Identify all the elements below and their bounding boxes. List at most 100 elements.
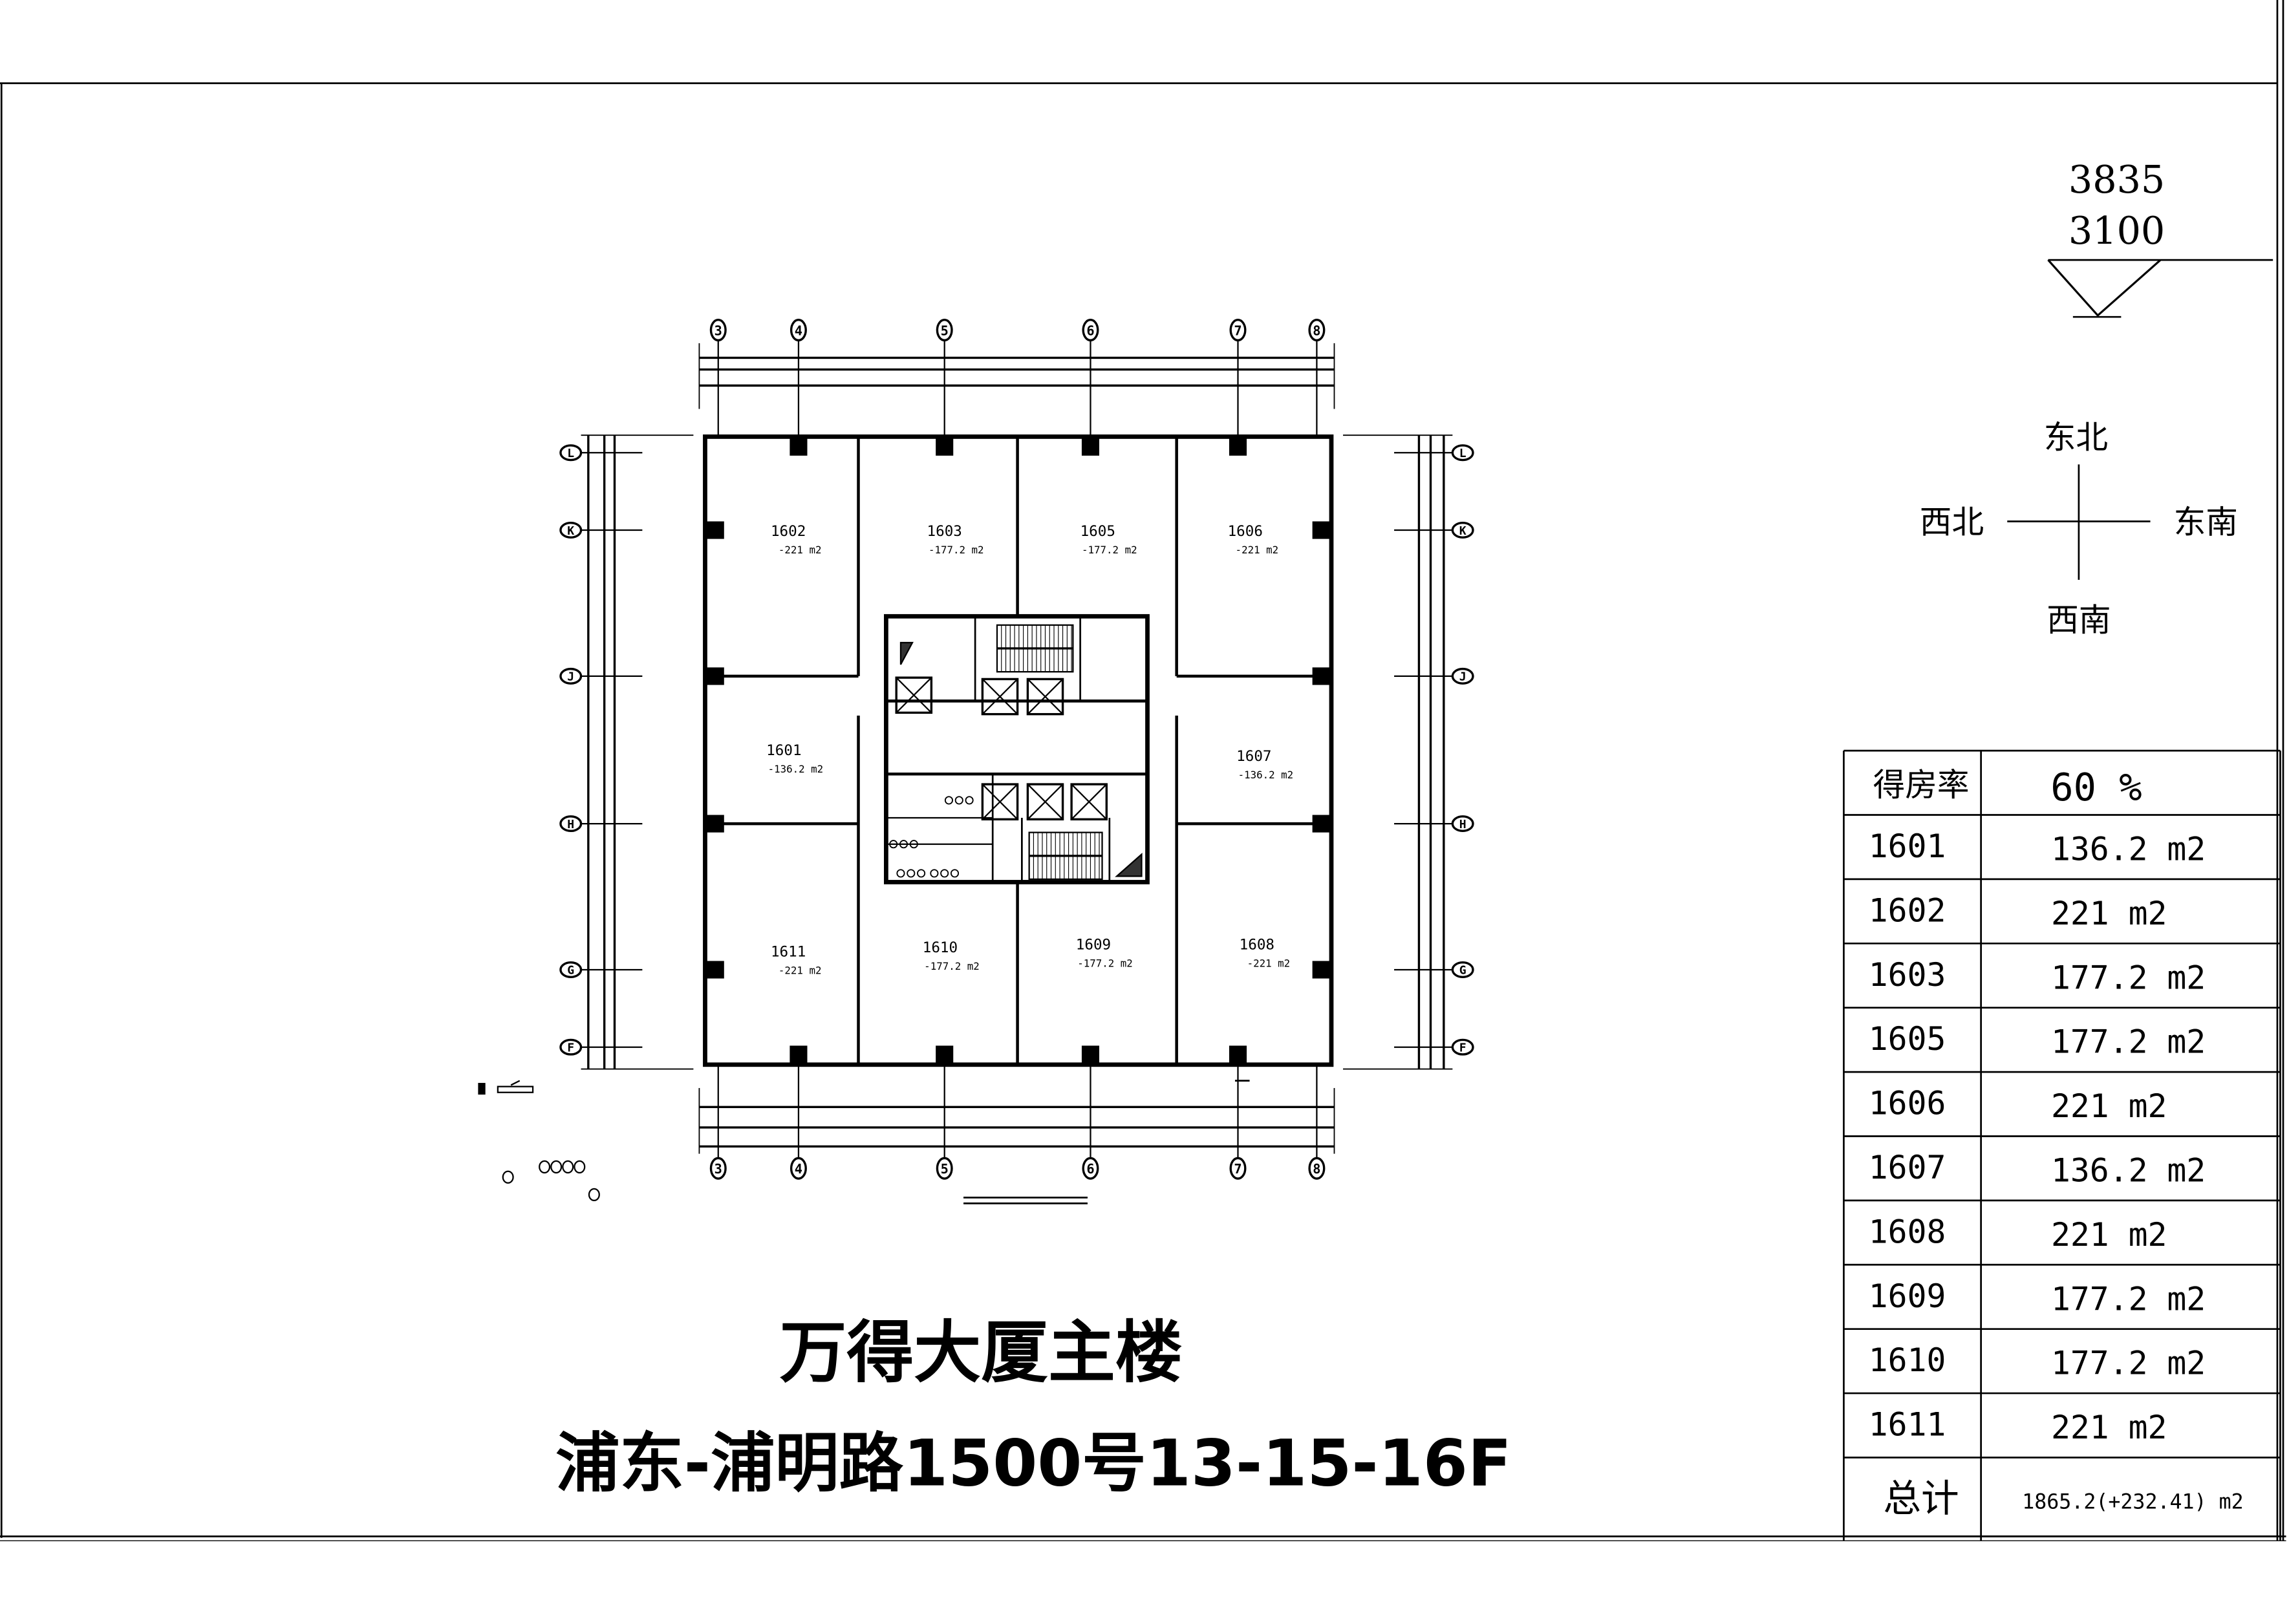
axis-bubble: [559, 1038, 583, 1056]
column: [1312, 667, 1331, 685]
axis-bubble: [1308, 319, 1326, 342]
axis-label-K: K: [1459, 524, 1467, 538]
unit-area: 177.2 m2: [2051, 1280, 2206, 1318]
axis-bubble: [1451, 667, 1474, 685]
fixture-icon: [917, 869, 926, 878]
elevator-icon: [981, 678, 1019, 716]
axis-bubble: [1451, 1038, 1474, 1056]
unit-area: 136.2 m2: [2051, 1152, 2206, 1190]
room-area: -177.2 m2: [1082, 544, 1137, 556]
table-total-label: 总计: [1883, 1477, 1959, 1521]
unit-area: 221 m2: [2051, 1087, 2167, 1125]
axis-label-4: 4: [795, 1161, 802, 1177]
table-header-value: 60 %: [2050, 765, 2142, 809]
axis-label-5: 5: [941, 323, 949, 338]
fixture-icon: [907, 869, 916, 878]
unit-number: 1601: [1869, 828, 1946, 865]
fixture-icon: [889, 840, 898, 849]
axis-label-5: 5: [941, 1161, 949, 1177]
drawing-frame: [0, 0, 2286, 1541]
table-row: 1607 136.2 m2: [1869, 1149, 2206, 1190]
stair-icon: [996, 624, 1074, 673]
axis-bubble: [790, 319, 807, 342]
column: [790, 1045, 808, 1065]
column: [1229, 1045, 1247, 1065]
address-title: 浦东-浦明路1500号13-15-16F: [555, 1426, 1512, 1501]
column: [1081, 436, 1100, 456]
column: [1081, 1045, 1100, 1065]
fixture-icon: [930, 869, 939, 878]
building-outline: [703, 434, 1334, 1067]
unit-area: 136.2 m2: [2051, 831, 2206, 868]
fixture-icon: [940, 869, 949, 878]
fixture-icon: [896, 869, 905, 878]
room-area: -177.2 m2: [929, 544, 984, 556]
axis-label-H: H: [1459, 818, 1467, 831]
room-number: 1609: [1076, 936, 1111, 953]
unit-area: 177.2 m2: [2051, 1023, 2206, 1061]
fixture-icon: [944, 796, 954, 805]
dimension-lines: [581, 343, 1453, 1154]
unit-area: 177.2 m2: [2051, 959, 2206, 996]
axis-bubble: [559, 815, 583, 833]
axis-label-J: J: [1459, 670, 1467, 684]
column: [936, 436, 954, 456]
axis-bubble: [1451, 815, 1474, 833]
axis-bubble: [936, 1157, 953, 1180]
axis-bubble: [559, 961, 583, 978]
axis-label-7: 7: [1234, 323, 1241, 338]
table-row: 1603 177.2 m2: [1869, 956, 2206, 997]
axis-label-3: 3: [715, 1161, 722, 1177]
fixture-icon: [909, 840, 918, 849]
room-number: 1602: [771, 523, 806, 540]
axis-bubble: [559, 444, 583, 462]
axis-label-7: 7: [1234, 1161, 1241, 1177]
room-area: -221 m2: [779, 965, 822, 977]
unit-number: 1603: [1869, 956, 1946, 994]
table-row: 1601 136.2 m2: [1869, 828, 2206, 868]
axis-label-F: F: [1459, 1041, 1467, 1054]
elevator-icon: [1070, 783, 1108, 820]
axis-bubble: [1308, 1157, 1326, 1180]
axis-bubble: [559, 522, 583, 539]
column: [705, 961, 724, 979]
room-number: 1607: [1236, 748, 1271, 765]
axis-label-8: 8: [1313, 323, 1320, 338]
axis-bubble: [1451, 961, 1474, 978]
elevator-icon: [1026, 678, 1064, 716]
column: [1312, 815, 1331, 833]
axis-label-3: 3: [715, 323, 722, 338]
room-area: -136.2 m2: [1238, 769, 1294, 781]
compass-southeast: 东南: [2174, 504, 2238, 541]
axis-bubble: [936, 319, 953, 342]
axis-label-8: 8: [1313, 1161, 1320, 1177]
stair-icon: [1028, 831, 1103, 881]
unit-area: 221 m2: [2051, 895, 2167, 932]
core-elevators-stairs: [889, 624, 1108, 881]
fixture-icon: [954, 796, 963, 805]
axis-bubble: [1082, 319, 1099, 342]
orientation-compass: 东北 西北 东南 西南: [1920, 418, 2238, 638]
elevator-icon: [1026, 783, 1064, 820]
unit-number: 1605: [1869, 1020, 1946, 1058]
axis-label-6: 6: [1086, 1161, 1094, 1177]
axis-bubble: [1082, 1157, 1099, 1180]
unit-area: 221 m2: [2051, 1409, 2167, 1446]
column: [1229, 436, 1247, 456]
axis-label-L: L: [567, 447, 574, 460]
unit-number: 1607: [1869, 1149, 1946, 1186]
structural-columns: [705, 436, 1331, 1065]
axis-label-G: G: [1459, 964, 1467, 978]
room-number: 1611: [771, 944, 806, 961]
axis-bubble: [1451, 444, 1474, 462]
column: [1312, 521, 1331, 539]
elevation-triangle-icon: [2047, 259, 2162, 317]
axis-label-H: H: [567, 818, 574, 831]
